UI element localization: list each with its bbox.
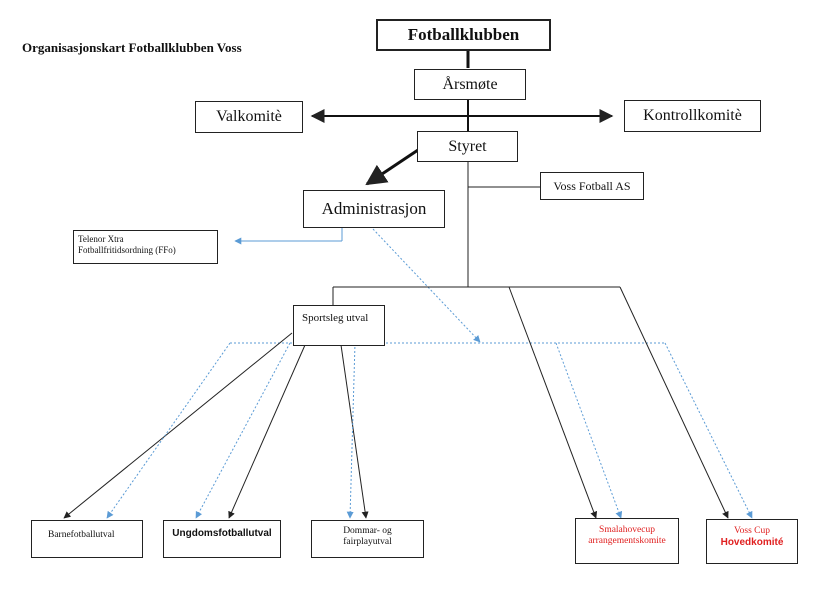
node-valkomite: Valkomitè — [195, 101, 303, 133]
node-kontrollkomite: Kontrollkomitè — [624, 100, 761, 132]
node-kontrollkomite-label: Kontrollkomitè — [643, 107, 742, 125]
node-voss-fotball-as: Voss Fotball AS — [540, 172, 644, 200]
node-telenor-line1: Telenor Xtra — [78, 234, 124, 244]
node-arsmote-label: Årsmøte — [442, 75, 498, 93]
node-voss-cup-line2: Hovedkomité — [720, 537, 784, 549]
node-telenor: Telenor Xtra Fotballfritidsordning (FFo) — [73, 230, 218, 264]
dotted-to-smalahovecup — [555, 342, 623, 519]
node-dommar-line2: fairplayutval — [343, 537, 392, 548]
dotted-to-ungdomsfotball — [195, 342, 291, 519]
node-fotballklubben-label: Fotballklubben — [407, 24, 520, 44]
node-barnefotballutval: Barnefotballutval — [31, 520, 143, 558]
node-sportsleg-utval-label: Sportsleg utval — [302, 312, 369, 324]
node-sportsleg-utval: Sportsleg utval — [293, 305, 385, 346]
page-title: Organisasjonskart Fotballklubben Voss — [22, 40, 242, 55]
node-barnefotballutval-label: Barnefotballutval — [48, 530, 115, 540]
node-smalahovecup-line2: arrangementskomite — [588, 536, 666, 547]
node-smalahovecup: Smalahovecup arrangementskomite — [575, 518, 679, 564]
node-dommar: Dommar- og fairplayutval — [311, 520, 424, 558]
node-styret: Styret — [417, 131, 518, 162]
dotted-to-barnefotball — [106, 342, 231, 519]
node-administrasjon-label: Administrasjon — [321, 198, 427, 218]
node-ungdomsfotballutval-label: Ungdomsfotballutval — [172, 528, 272, 539]
dotted-to-voss-cup — [664, 342, 753, 519]
node-administrasjon: Administrasjon — [303, 190, 445, 228]
arrow-to-smalahovecup — [508, 286, 598, 519]
node-ungdomsfotballutval: Ungdomsfotballutval — [163, 520, 281, 558]
arrow-styret-administrasjon — [365, 148, 419, 186]
node-arsmote: Årsmøte — [414, 69, 526, 100]
node-fotballklubben: Fotballklubben — [376, 19, 551, 51]
arrow-to-barnefotball — [63, 332, 293, 519]
node-voss-cup-line1: Voss Cup — [733, 526, 770, 536]
arrow-to-voss-cup — [619, 286, 729, 519]
node-styret-label: Styret — [448, 137, 487, 155]
dotted-admin-distribution — [372, 228, 481, 343]
dotted-to-dommar — [346, 342, 356, 519]
node-smalahovecup-line1: Smalahovecup — [599, 525, 655, 535]
node-telenor-line2: Fotballfritidsordning (FFo) — [78, 244, 176, 255]
node-voss-cup: Voss Cup Hovedkomité — [706, 519, 798, 564]
arrow-to-dommar — [340, 344, 369, 519]
node-valkomite-label: Valkomitè — [216, 108, 282, 126]
arrow-to-ungdomsfotball — [228, 344, 306, 519]
node-dommar-line1: Dommar- og — [343, 526, 392, 536]
node-voss-fotball-as-label: Voss Fotball AS — [553, 178, 631, 193]
